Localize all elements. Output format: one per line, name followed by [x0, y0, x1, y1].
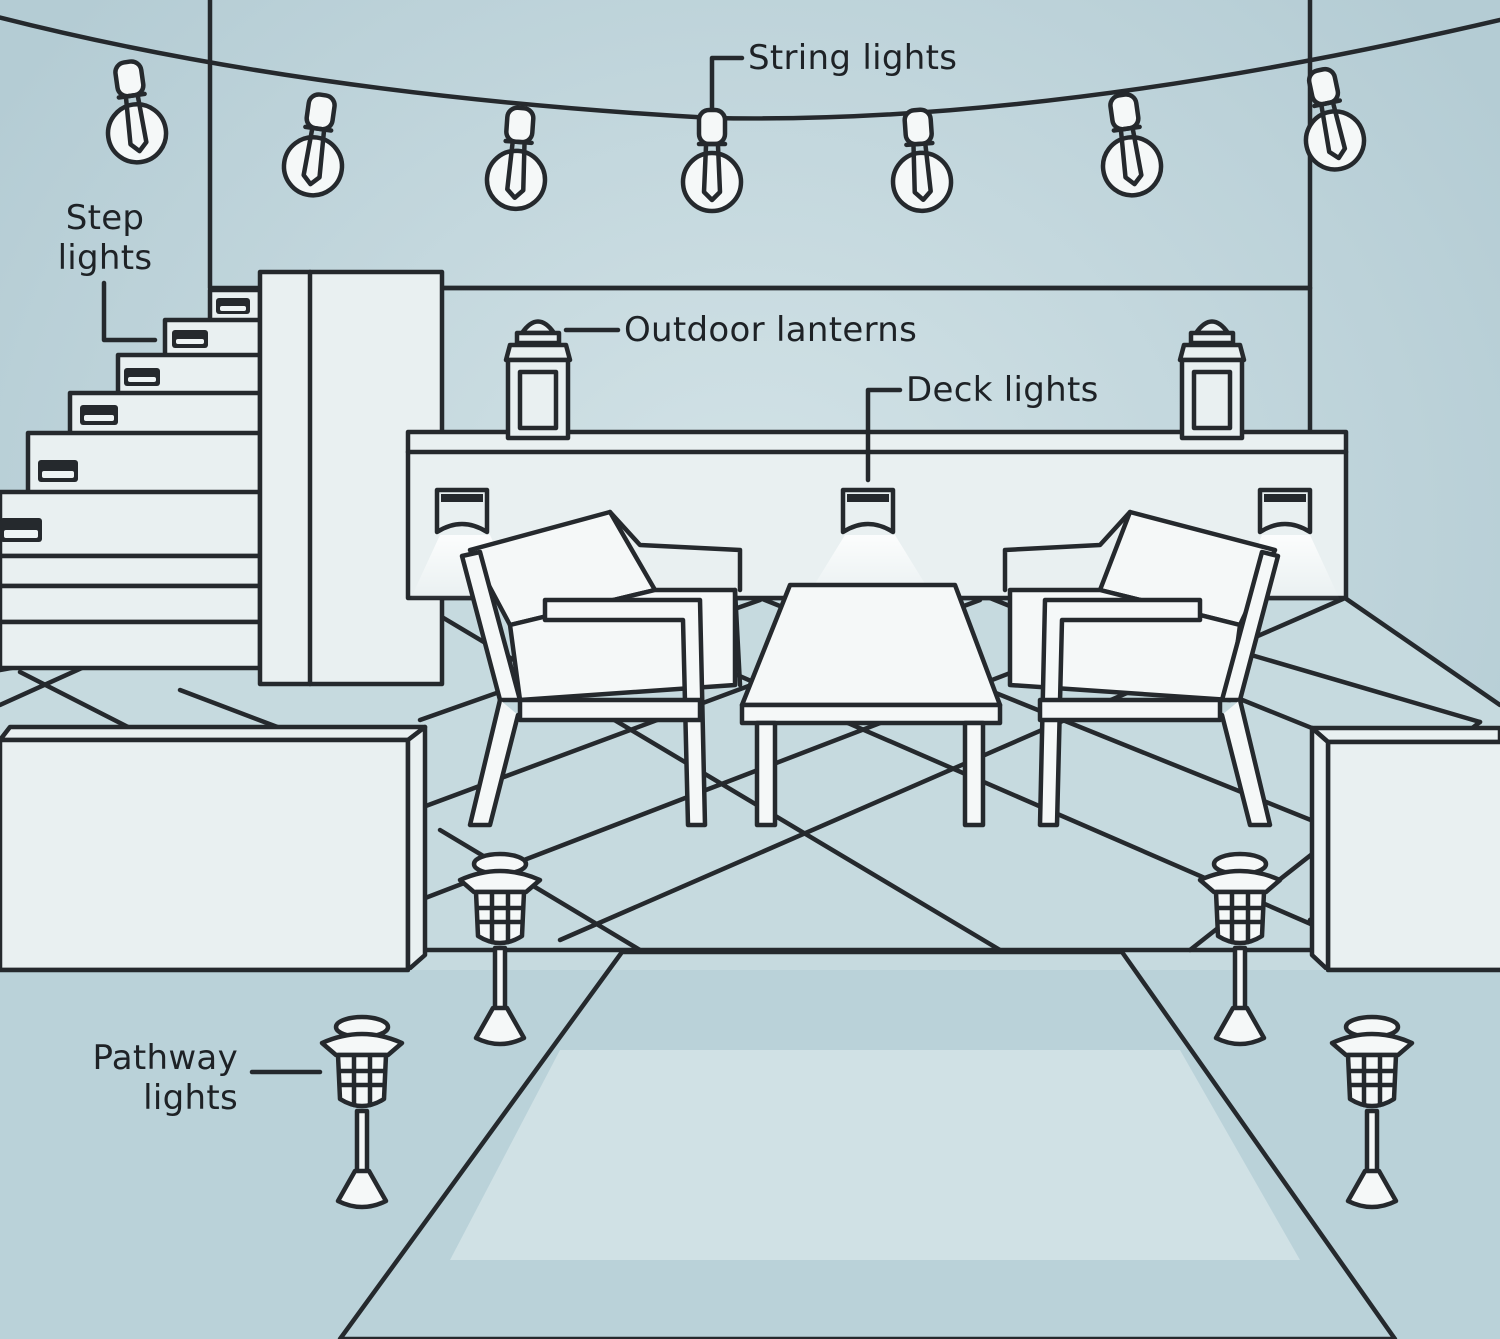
coffee-table	[739, 582, 1003, 828]
string-light-bulb	[680, 107, 744, 214]
string-light-bulb	[890, 107, 954, 214]
label-pathway-lights-line2: lights	[143, 1078, 238, 1118]
pathway-light	[457, 851, 543, 1047]
label-string-lights: String lights	[748, 38, 958, 78]
leader-string-lights	[709, 55, 745, 111]
pathway-light-fixtures	[319, 851, 1415, 1210]
label-pathway-lights-line1: Pathway	[92, 1038, 238, 1078]
outdoor-lantern-left	[503, 319, 573, 441]
leader-lines	[101, 55, 903, 1075]
string-light-bulb	[1303, 66, 1367, 172]
step-light-fixtures	[0, 298, 250, 542]
string-light-bulb	[281, 92, 345, 198]
leader-step-lights	[101, 280, 158, 343]
label-outdoor-lanterns: Outdoor lanterns	[624, 310, 918, 350]
string-light-bulb	[105, 59, 169, 165]
outdoor-lantern-right	[1177, 319, 1247, 441]
label-deck-lights: Deck lights	[906, 370, 1099, 410]
string-light-bulb	[1100, 92, 1164, 198]
string-light-bulb	[484, 105, 548, 212]
chair-left	[459, 509, 743, 828]
leader-deck-lights	[865, 387, 903, 483]
planter-right	[1309, 725, 1500, 973]
pathway-light	[319, 1014, 405, 1210]
pathway-light	[1197, 851, 1283, 1047]
label-pathway-lights: Pathway lights	[40, 1038, 238, 1118]
lower-ground	[0, 949, 1500, 1339]
string-light-bulbs	[105, 59, 1367, 214]
chair-right	[1002, 509, 1281, 828]
label-step-lights: Step lights	[40, 198, 170, 278]
label-step-lights-line1: Step	[65, 198, 145, 238]
planter-left	[0, 724, 428, 973]
label-step-lights-line2: lights	[57, 238, 153, 278]
pathway-light	[1329, 1014, 1415, 1210]
